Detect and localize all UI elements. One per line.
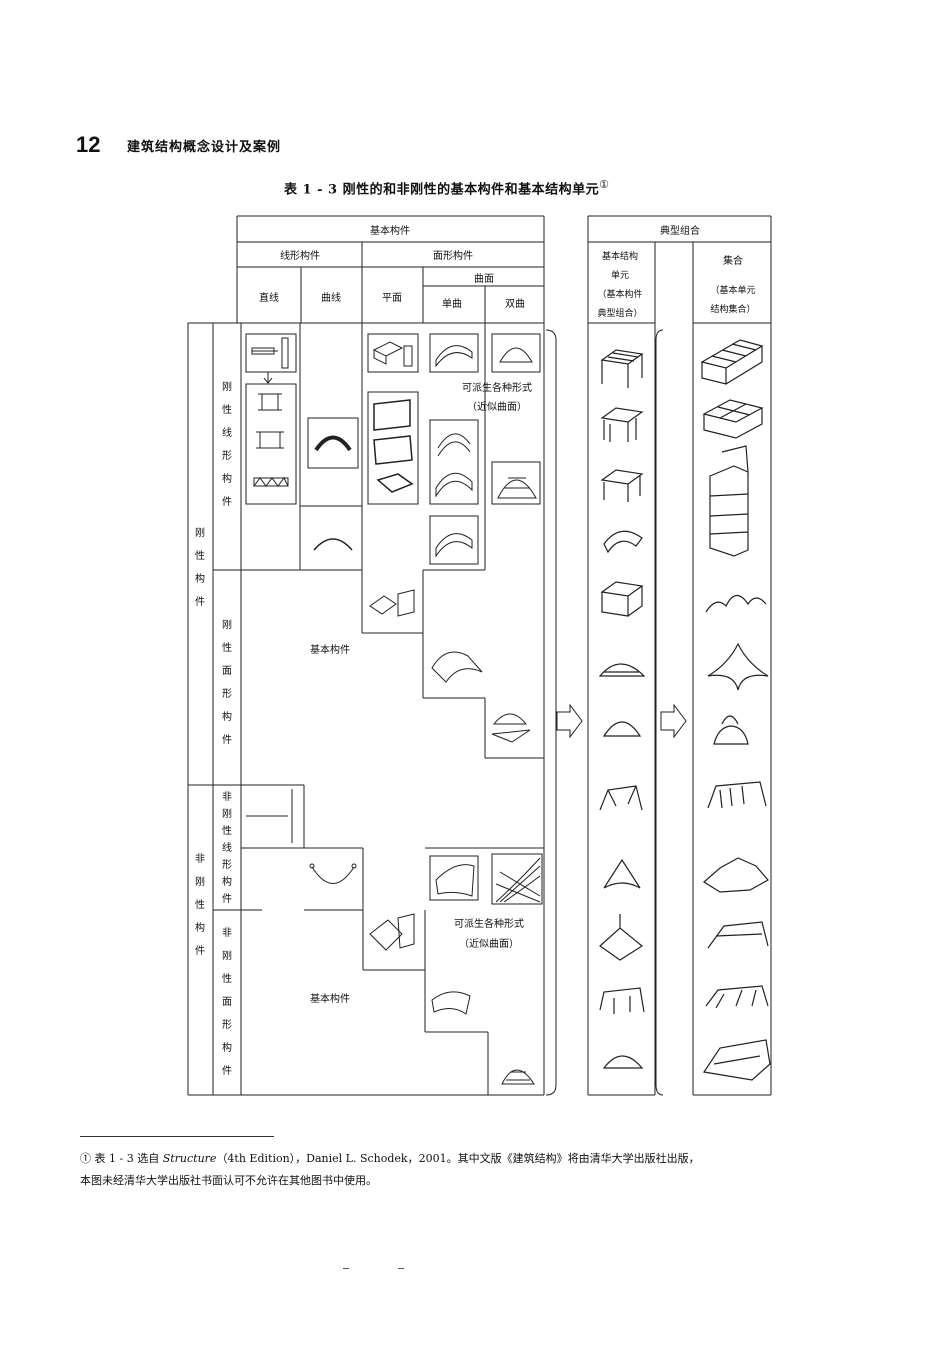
note-approx-2: （近似曲面） <box>459 937 519 950</box>
header-flat: 平面 <box>382 293 402 304</box>
header-basic-members: 基本构件 <box>370 224 410 237</box>
nonrigid-dome-sketch <box>501 1069 535 1085</box>
rigid-arch-sketch <box>313 538 353 551</box>
header-unit-line-4: 典型组合） <box>597 307 642 319</box>
footnote-rest: （4th Edition），Daniel L. Schodek，2001。其中文… <box>216 1152 700 1165</box>
aggregate-sketches <box>700 339 771 1081</box>
footnote-prefix: ① 表 1 - 3 选自 <box>80 1152 163 1165</box>
geodesic-dome-sketch <box>491 461 541 505</box>
table-title-footnote-mark: ① <box>599 178 610 191</box>
rigid-vault-sketch <box>429 515 479 565</box>
row-label-nonrigid-members: 非刚性构件 <box>195 853 205 957</box>
header-unit-line-1: 基本结构 <box>602 250 638 262</box>
plate-sketch <box>367 333 419 373</box>
note-derive-2: 可派生各种形式 <box>454 917 524 930</box>
frame-member-sketch <box>245 383 297 505</box>
row-label-nonrigid-planar: 非刚性面形构件 <box>222 927 232 1077</box>
running-title: 建筑结构概念设计及案例 <box>127 140 282 155</box>
footnote-line-1: ① 表 1 - 3 选自 Structure（4th Edition），Dani… <box>80 1148 820 1170</box>
vault-sketch <box>429 333 479 373</box>
note-basic-2: 基本构件 <box>310 992 350 1005</box>
header-curve: 曲线 <box>321 291 341 304</box>
table-title: 表 1 - 3 刚性的和非刚性的基本构件和基本结构单元① <box>284 178 609 197</box>
rigid-dome-sketch <box>491 713 531 743</box>
cable-sketch <box>311 866 355 884</box>
row-label-rigid-members: 刚性构件 <box>195 527 205 608</box>
membrane-sketch <box>429 855 479 901</box>
header-straight: 直线 <box>259 291 279 304</box>
note-derive-1: 可派生各种形式 <box>462 381 532 394</box>
header-set-line-1: （基本单元 <box>710 284 755 296</box>
row-label-rigid-linear: 刚性线形构件 <box>222 381 232 508</box>
row-label-rigid-planar: 刚性面形构件 <box>222 619 232 746</box>
page-number: 12 <box>76 132 101 157</box>
basic-unit-sketches <box>598 349 646 1069</box>
footnote-book-title: Structure <box>162 1152 217 1165</box>
page-mark <box>343 1268 349 1269</box>
arch-sketch <box>307 417 359 469</box>
header-curved-surface: 曲面 <box>474 273 494 285</box>
header-set-line-2: 结构集合） <box>710 303 755 315</box>
header-double-curve: 双曲 <box>505 298 525 310</box>
dome-sketch <box>491 333 541 373</box>
cable-net-sketch <box>491 853 543 905</box>
grid-plate-sketch <box>367 391 419 505</box>
folded-vault-sketch <box>429 419 479 505</box>
note-approx-1: （近似曲面） <box>467 400 527 413</box>
rigid-shell-sketch <box>431 651 483 683</box>
header-unit-line-3: （基本构件 <box>597 288 642 300</box>
row-label-nonrigid-linear: 非刚性线形构件 <box>222 791 232 905</box>
note-basic-1: 基本构件 <box>310 643 350 656</box>
footnote-rule <box>80 1136 274 1137</box>
straight-member-sketch <box>245 333 297 373</box>
nonrigid-membrane-sketch <box>431 991 471 1015</box>
header-single-curve: 单曲 <box>442 298 462 310</box>
rigid-plate-sketch <box>369 589 415 617</box>
nonrigid-net-sketch <box>369 913 415 951</box>
header-linear: 线形构件 <box>280 249 320 262</box>
header-planar: 面形构件 <box>433 249 473 262</box>
page-mark <box>398 1268 404 1269</box>
header-set-title: 集合 <box>723 254 743 267</box>
table-title-text: 表 1 - 3 刚性的和非刚性的基本构件和基本结构单元 <box>284 182 600 198</box>
header-typical-combo: 典型组合 <box>660 224 700 237</box>
header-unit-line-2: 单元 <box>611 269 629 281</box>
footnote-line-2: 本图未经清华大学出版社书面认可不允许在其他图书中使用。 <box>80 1174 377 1187</box>
